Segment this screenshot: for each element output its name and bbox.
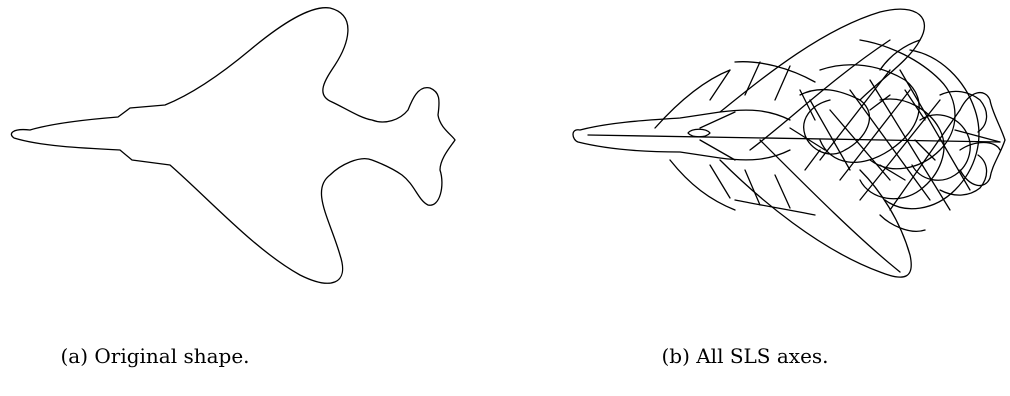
caption-original-shape: (a) Original shape. (0, 344, 390, 368)
wing-fan-upper (710, 62, 815, 100)
panel-original-shape: (a) Original shape. (0, 0, 470, 396)
tail-fin-outline (960, 93, 1005, 186)
sls-axes-drawing (560, 0, 1010, 396)
wing-fan-lower (710, 165, 815, 215)
caption-sls-axes: (b) All SLS axes. (520, 344, 970, 368)
airplane-outline (11, 8, 455, 283)
airplane-outline-drawing (0, 0, 470, 396)
cockpit-ellipse (688, 129, 710, 137)
tail-axes-cluster-2 (860, 40, 955, 199)
wing-diagonal-upper (750, 40, 890, 150)
panel-sls-axes: (b) All SLS axes. (560, 0, 1010, 396)
tail-axes-cluster-3 (885, 50, 979, 209)
upper-wing-arc (720, 9, 924, 112)
wing-diagonal-lower (760, 140, 900, 272)
left-fan-lines (655, 70, 735, 210)
